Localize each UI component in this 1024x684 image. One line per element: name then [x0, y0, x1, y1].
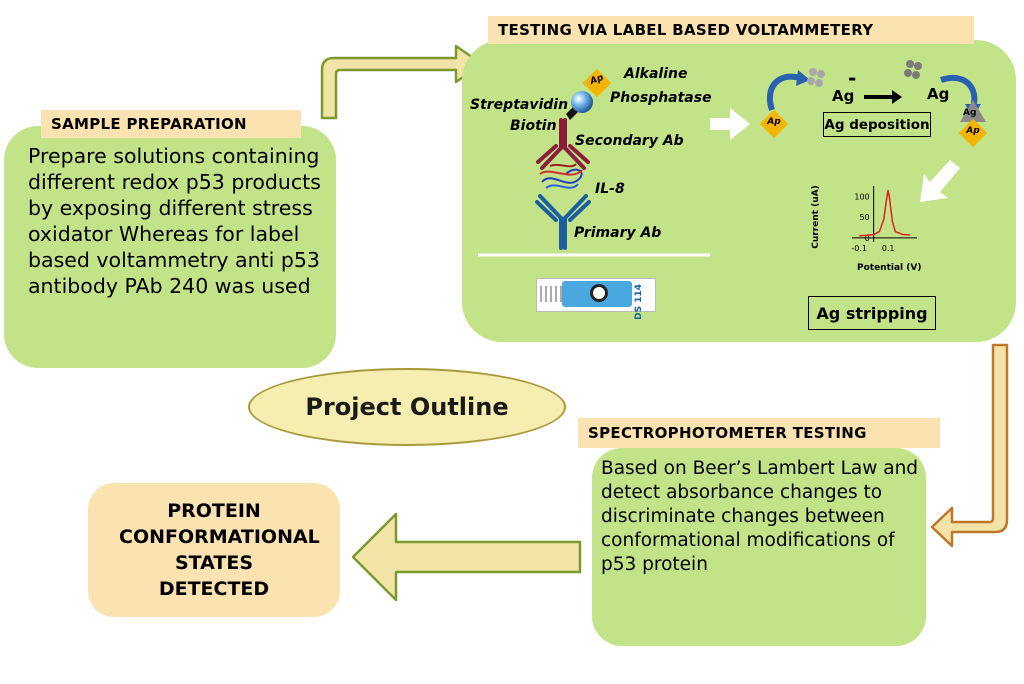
- ap-diamond-left-label: Ap: [767, 117, 781, 127]
- chart-xtick-label: 0.1: [882, 244, 895, 253]
- streptavidin-icon: [571, 91, 593, 113]
- sample-prep-label: SAMPLE PREPARATION: [41, 110, 301, 138]
- silver-particles-left-icon: [807, 68, 825, 87]
- spectro-text: Based on Beer’s Lambert Law and detect a…: [601, 458, 919, 575]
- reaction-arrow: [864, 90, 902, 104]
- chart-series-line: [859, 189, 910, 237]
- ag-triangle-label: Ag: [963, 108, 977, 118]
- project-outline-text: Project Outline: [305, 393, 509, 421]
- phosphatase-label: Phosphatase: [610, 90, 712, 106]
- chart-ylabel: Current (uA): [811, 185, 821, 249]
- result-text: PROTEIN CONFORMATIONAL STATES DETECTED: [119, 500, 320, 600]
- ag-triangle-icon: [960, 100, 986, 122]
- strip-code: DS 114: [634, 284, 644, 320]
- result-box: PROTEIN CONFORMATIONAL STATES DETECTED: [88, 483, 340, 617]
- spectro-box: [592, 448, 926, 646]
- sample-prep-text: Prepare solutions containing different r…: [28, 144, 321, 298]
- primary-ab-label: Primary Ab: [574, 225, 662, 241]
- ag-right-label: Ag: [927, 85, 950, 103]
- alkaline-label: Alkaline: [624, 66, 688, 82]
- chart-ytick-label: 0: [865, 234, 870, 243]
- ag-deposition-box: Ag deposition: [823, 112, 931, 137]
- white-arrow-right: [710, 108, 750, 140]
- ap-diamond-right-label: Ap: [966, 126, 980, 136]
- chart-ytick-label: 100: [854, 192, 869, 201]
- primary-antibody-icon: [535, 194, 591, 250]
- chart-xlabel: Potential (V): [857, 263, 922, 273]
- voltammetry-label: TESTING VIA LABEL BASED VOLTAMMETERY: [488, 16, 974, 44]
- streptavidin-label: Streptavidin: [470, 97, 569, 113]
- white-arrow-down-left: [920, 160, 960, 202]
- secondary-antibody-icon: [536, 118, 590, 170]
- chart-xtick-label: -0.1: [851, 244, 867, 253]
- blue-curve-arrow-left: [767, 70, 810, 111]
- ag-deposition-label: Ag deposition: [824, 116, 930, 133]
- il8-protein-icon: [539, 163, 583, 189]
- spectro-label: SPECTROPHOTOMETER TESTING: [578, 418, 940, 448]
- secondary-ab-label: Secondary Ab: [575, 133, 684, 149]
- silver-particles-right-icon: [904, 60, 922, 79]
- ag-left-label: Ag: [832, 87, 855, 105]
- ag-minus-label: -: [848, 66, 857, 90]
- il8-label: IL-8: [595, 181, 625, 197]
- ag-stripping-label: Ag stripping: [816, 303, 928, 323]
- stripping-voltammogram-chart: 0 50 100 -0.1 0.1: [851, 186, 917, 253]
- biotin-label: Biotin: [510, 118, 557, 134]
- project-outline-ellipse: Project Outline: [248, 368, 566, 446]
- chart-ytick-label: 50: [859, 213, 869, 222]
- sample-prep-box: [4, 126, 336, 368]
- strip-electrode-icon: [590, 284, 608, 302]
- immunoassay-illustration: [478, 91, 710, 257]
- ag-stripping-box: Ag stripping: [808, 296, 936, 330]
